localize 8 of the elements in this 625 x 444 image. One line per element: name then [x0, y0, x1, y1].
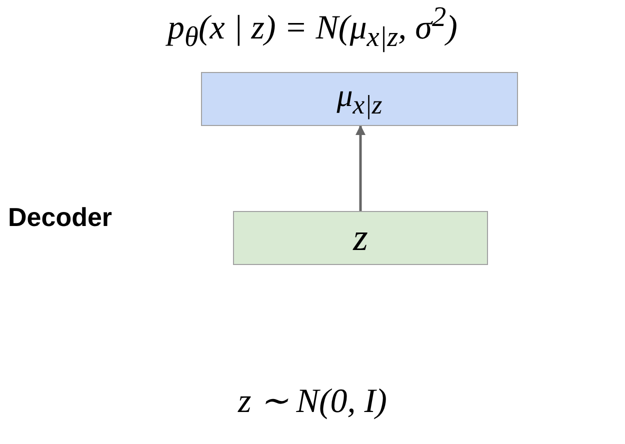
section-label: Decoder	[8, 202, 112, 233]
arrow	[356, 125, 366, 211]
variable-label: z	[353, 216, 368, 260]
variable-label: μ$_{x|z}$	[336, 77, 382, 121]
layer-box	[201, 72, 518, 126]
layer-box	[233, 211, 488, 265]
distribution-formula: z ∼ N(0, I)	[236, 382, 388, 421]
distribution-formula: p$_{θ}$(x | z) = N(μ$_{x|z}$, σ$^{2}$)	[164, 2, 458, 54]
